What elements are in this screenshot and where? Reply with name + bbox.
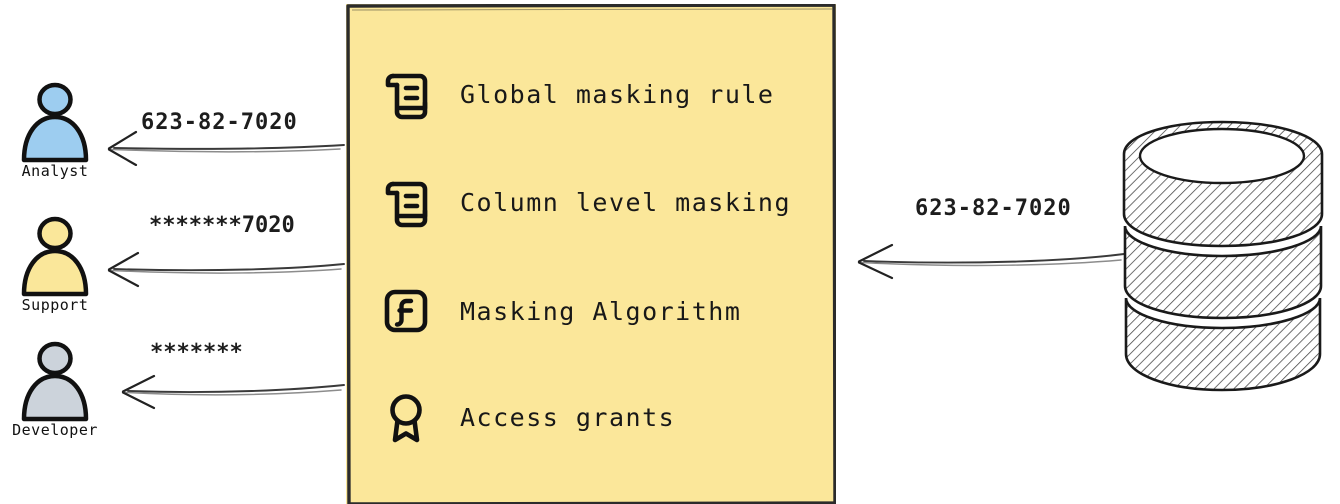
policy-row-label: Column level masking (460, 187, 792, 217)
person-icon (10, 341, 100, 423)
masking-policy-panel: Global masking rule Column level masking (346, 4, 836, 504)
panel-border (346, 4, 836, 504)
award-badge-icon (390, 394, 422, 443)
arrow-to-analyst (96, 128, 346, 167)
scroll-icon (385, 181, 428, 228)
person-icon (10, 216, 100, 298)
actor-developer: Developer (0, 341, 110, 439)
person-icon (10, 82, 100, 164)
arrow-database-to-panel (846, 242, 1126, 280)
scroll-icon (385, 73, 428, 120)
database-cylinder-icon (1118, 118, 1328, 396)
policy-row-access-grants[interactable]: Access grants (378, 385, 675, 449)
actor-label: Analyst (21, 162, 89, 180)
actor-support: Support (0, 216, 110, 314)
policy-row-masking-algorithm[interactable]: Masking Algorithm (378, 279, 741, 343)
arrow-to-developer (110, 372, 346, 410)
policy-row-label: Global masking rule (460, 79, 775, 109)
policy-row-global-masking-rule[interactable]: Global masking rule (378, 62, 774, 126)
function-box-icon (384, 289, 428, 333)
flow-value-analyst: 623-82-7020 (141, 110, 298, 135)
policy-row-label: Masking Algorithm (460, 296, 742, 326)
flow-value-source: 623-82-7020 (915, 196, 1072, 221)
actor-label: Developer (12, 421, 98, 439)
flow-value-support: *******7020 (149, 213, 295, 238)
policy-row-column-level-masking[interactable]: Column level masking (378, 170, 791, 234)
arrow-to-support (96, 250, 346, 288)
flow-value-developer: ******* (150, 340, 243, 365)
actor-label: Support (21, 296, 89, 314)
policy-row-label: Access grants (460, 402, 676, 432)
actor-analyst: Analyst (0, 82, 110, 180)
